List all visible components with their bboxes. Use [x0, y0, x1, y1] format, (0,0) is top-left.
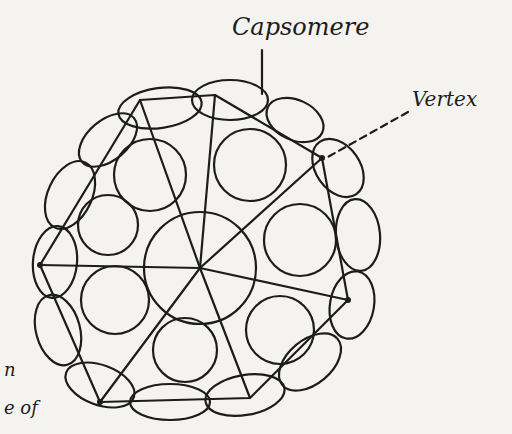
inner-capsomeres: [78, 129, 336, 382]
structure-label: Vertex: [412, 88, 477, 110]
capsid-edges: [40, 95, 348, 402]
fragment-text: n: [4, 360, 16, 380]
structure-label: Capsomere: [232, 14, 369, 40]
fragment-text: e of: [4, 398, 38, 418]
leader-line: [326, 112, 408, 158]
capsomere-ring: [27, 80, 383, 422]
vertex-dots: [37, 155, 351, 405]
